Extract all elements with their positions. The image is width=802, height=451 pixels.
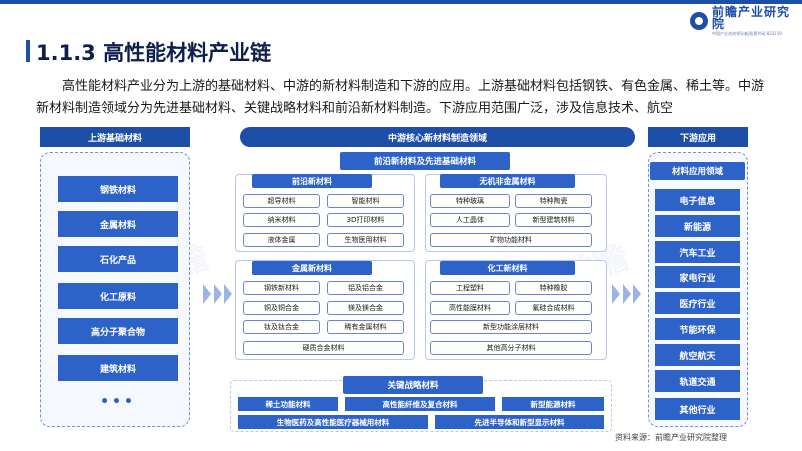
chemical-item: 工程塑料 xyxy=(430,281,510,295)
source-note: 资料来源：前瞻产业研究院整理 xyxy=(615,433,727,442)
upstream-item: 高分子聚合物 xyxy=(58,318,178,344)
flow-arrow-icon xyxy=(214,284,222,304)
flow-arrow-icon xyxy=(203,284,211,304)
downstream-item: 家电行业 xyxy=(655,266,740,288)
inorganic-item: 特种玻璃 xyxy=(430,194,510,208)
flow-arrow-icon xyxy=(623,284,631,304)
metal-item: 硬质合金材料 xyxy=(243,341,404,355)
downstream-item: 节能环保 xyxy=(655,318,740,340)
metal-item: 镁及镁合金 xyxy=(327,301,404,315)
downstream-item: 电子信息 xyxy=(655,189,740,211)
strategic-item: 生物医药及高性能医疗器械用材料 xyxy=(238,415,428,429)
frontier-item: 超导材料 xyxy=(243,194,320,208)
metal-item: 铜及铜合金 xyxy=(243,301,320,315)
inorganic-item: 新型建筑材料 xyxy=(515,213,592,227)
upstream-heading: 上游基础材料 xyxy=(40,127,190,147)
inorganic-heading: 无机非金属材料 xyxy=(440,174,575,188)
title-accent-bar xyxy=(26,40,30,62)
upstream-item: 石化产品 xyxy=(58,246,178,272)
downstream-item: 其他行业 xyxy=(655,398,740,420)
downstream-subheading: 材料应用领域 xyxy=(650,162,745,180)
logo-name: 前瞻产业研究院 xyxy=(712,5,791,31)
group1-heading: 前沿新材料及先进基础材料 xyxy=(340,152,510,170)
top-stripe xyxy=(0,0,802,4)
inorganic-item: 特种陶瓷 xyxy=(515,194,592,208)
intro-paragraph: 高性能材料产业分为上游的基础材料、中游的新材料制造和下游的应用。上游基础材料包括… xyxy=(36,79,765,116)
chemical-item: 新型功能涂层材料 xyxy=(430,320,592,334)
downstream-heading: 下游应用 xyxy=(648,127,748,147)
chemical-heading: 化工新材料 xyxy=(440,261,575,275)
frontier-heading: 前沿新材料 xyxy=(252,174,372,188)
downstream-item: 医疗行业 xyxy=(655,292,740,314)
chemical-item: 高性能膜材料 xyxy=(430,301,510,315)
upstream-item: 金属材料 xyxy=(58,211,178,237)
inorganic-item: 矿物功能材料 xyxy=(430,233,592,247)
upstream-item: 化工原料 xyxy=(58,283,178,309)
downstream-item: 轨道交通 xyxy=(655,370,740,392)
metal-item: 铝及铝合金 xyxy=(327,281,404,295)
more-items-ellipsis: ••• xyxy=(100,394,136,410)
metal-item: 钛及钛合金 xyxy=(243,320,320,334)
chemical-item: 特种橡胶 xyxy=(515,281,592,295)
flow-arrow-icon xyxy=(633,284,641,304)
metal-heading: 金属新材料 xyxy=(252,261,372,275)
frontier-item: 智能材料 xyxy=(327,194,404,208)
frontier-item: 3D打印材料 xyxy=(327,213,404,227)
strategic-item: 稀土功能材料 xyxy=(238,397,338,411)
inorganic-item: 人工晶体 xyxy=(430,213,510,227)
strategic-item: 先进半导体和新型显示材料 xyxy=(435,415,604,429)
page-title: 1.1.3 高性能材料产业链 xyxy=(36,41,272,65)
midstream-heading: 中游核心新材料制造领域 xyxy=(240,127,635,147)
flow-arrow-icon xyxy=(612,284,620,304)
strategic-item: 高性能纤维及复合材料 xyxy=(345,397,495,411)
frontier-item: 液体金属 xyxy=(243,233,320,247)
upstream-item: 钢铁材料 xyxy=(58,176,178,202)
metal-item: 稀有金属材料 xyxy=(327,320,404,334)
downstream-item: 新能源 xyxy=(655,215,740,237)
strategic-heading: 关键战略材料 xyxy=(343,376,483,394)
downstream-item: 汽车工业 xyxy=(655,241,740,263)
strategic-item: 新型能源材料 xyxy=(502,397,604,411)
logo-subtitle: 中国产业咨询领导者|股票代码:833159 xyxy=(712,31,782,36)
downstream-item: 航空航天 xyxy=(655,344,740,366)
flow-arrow-icon xyxy=(224,284,232,304)
frontier-item: 纳米材料 xyxy=(243,213,320,227)
upstream-item: 建筑材料 xyxy=(58,355,178,381)
logo-mark-icon xyxy=(690,12,708,30)
chemical-item: 其他高分子材料 xyxy=(430,341,592,355)
chemical-item: 氟硅合成材料 xyxy=(515,301,592,315)
brand-logo: 前瞻产业研究院 中国产业咨询领导者|股票代码:833159 xyxy=(690,6,796,36)
frontier-item: 生物医用材料 xyxy=(327,233,404,247)
metal-item: 钢铁新材料 xyxy=(243,281,320,295)
